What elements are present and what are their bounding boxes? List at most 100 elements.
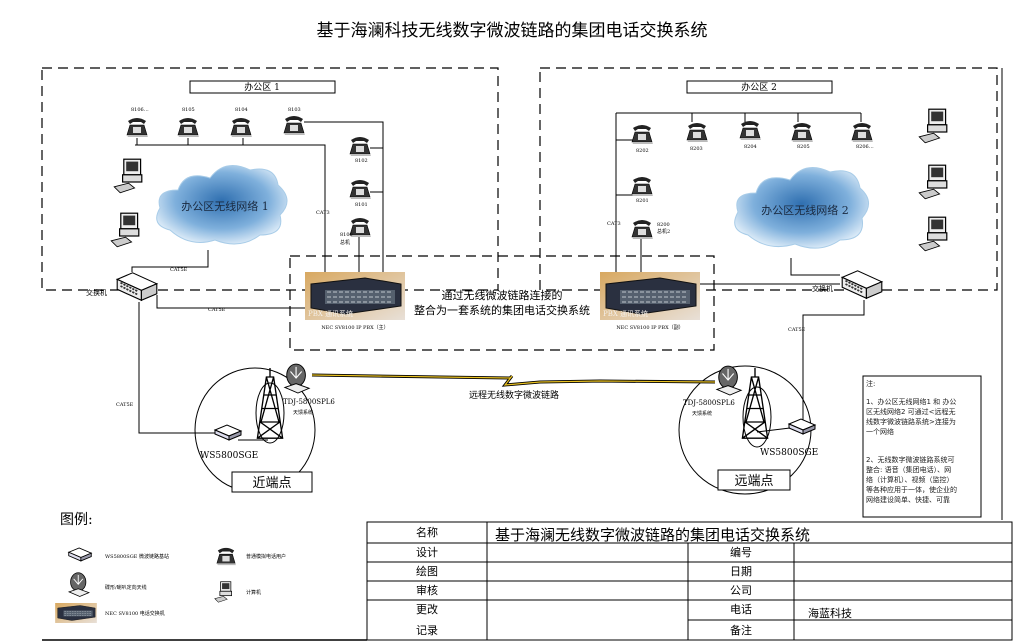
legend-title: 图例: — [60, 512, 93, 528]
table-label: 电话 — [730, 603, 752, 616]
phone-icon — [349, 136, 372, 157]
cable-label: CAT3 — [607, 221, 621, 227]
dish-antenna-icon — [68, 572, 90, 597]
antenna-sub-label: 天馈系统 — [692, 410, 712, 417]
phone-label: 8200 — [657, 222, 670, 228]
tower-icon — [741, 368, 769, 439]
office-1-label: 办公区 1 — [244, 81, 280, 93]
phone-label: 8106… — [131, 107, 149, 113]
antenna-sub-label: 天馈系统 — [293, 409, 313, 416]
diagram-title: 基于海澜科技无线数字微波链路的集团电话交换系统 — [317, 21, 708, 41]
switch-icon — [116, 271, 158, 302]
note-line: 等各种应用于一体，使企业的 — [866, 485, 957, 494]
note-line: 2、无线数字微波链路系统可 — [866, 455, 954, 464]
title-block-table: 名称 基于海澜无线数字微波链路的集团电话交换系统 设计 绘图 审核 更改 记录 … — [366, 521, 1013, 641]
computer-icon — [113, 158, 143, 194]
phone-icon — [739, 120, 762, 141]
microwave-station-icon — [68, 547, 92, 562]
phone-label: 8104 — [235, 107, 248, 113]
cable-label: CAT5E — [116, 402, 134, 408]
phone-label: 8101 — [355, 202, 368, 208]
phone-icon — [851, 122, 874, 143]
office-2-cloud: 办公区无线网络 2 — [734, 167, 869, 249]
phone-icon — [631, 176, 654, 197]
far-end-label: 远端点 — [734, 474, 773, 489]
computer-icon — [214, 581, 232, 603]
legend-item: 碟形/喇叭定向天线 — [105, 584, 147, 591]
computer-icon — [918, 216, 948, 252]
pbx-secondary-label: NEC SV8100 IP PBX（副） — [616, 324, 683, 331]
note-line: 网络建设简单、快捷、可靠 — [866, 495, 950, 504]
cable-label: CAT3 — [316, 210, 330, 216]
phone-label: 8100 — [340, 232, 353, 238]
center-text-line-1: 通过无线微波链路连接的 — [442, 288, 563, 302]
phone-label: 总机2 — [657, 228, 670, 235]
phone-label: 总机 — [340, 239, 350, 246]
phone-label: 8105 — [182, 107, 195, 113]
legend: 图例: WS5800SGE 微波链路基站 碟形/喇叭定向天线 NEC SV810… — [54, 512, 286, 623]
microwave-link: 远程无线数字微波链路 — [311, 373, 716, 401]
phone-label: 8103 — [288, 107, 301, 113]
phone-label: 8205 — [797, 144, 810, 150]
pbx-icon — [54, 603, 98, 623]
phone-label: 8201 — [636, 198, 649, 204]
notes-box: 注: 1、办公区无线网络1 和 办公 区无线网络2 可通过<远程无 线数字微波链… — [862, 375, 982, 518]
cable-label: CAT5E — [208, 307, 226, 313]
antenna-label: TDJ-5800SPL6 — [283, 398, 335, 406]
table-label: 设计 — [416, 546, 438, 559]
table-label: 备注 — [730, 623, 752, 637]
table-label: 更改 — [416, 602, 438, 616]
dish-antenna-icon — [284, 363, 310, 394]
pbx-integration-zone — [289, 255, 715, 351]
phone-icon — [631, 219, 654, 240]
phone-label: 8206… — [856, 144, 874, 150]
phone-icon — [686, 122, 709, 143]
pbx-badge: PBX 通讯系统 — [603, 309, 648, 318]
legend-item: NEC SV8100 电话交换机 — [105, 610, 165, 617]
office-1-label-box — [189, 80, 336, 94]
tower-icon — [256, 368, 284, 439]
note-line: 整合: 语音（集团电话）、网 — [866, 465, 951, 474]
cloud-label: 办公区无线网络 1 — [181, 199, 269, 213]
pbx-main-label: NEC SV8100 IP PBX（主） — [321, 324, 388, 331]
office-1-zone — [41, 67, 499, 291]
note-line: 区无线网络2 可通过<远程无 — [866, 407, 956, 416]
dish-antenna-icon — [716, 365, 742, 396]
phone-icon — [631, 124, 654, 145]
station-label: WS5800SGE — [200, 451, 258, 461]
phone-icon — [126, 117, 149, 138]
computer-icon — [918, 164, 948, 200]
note-line: 线数字微波链路系统>连接为 — [866, 417, 956, 426]
office-2-zone — [539, 67, 998, 291]
office-1-phones: 8106… 8105 8104 8103 8102 8101 8100 总机 — [126, 107, 372, 246]
cable-label: CAT5E — [170, 267, 188, 273]
note-line: 一个网络 — [866, 427, 894, 436]
phone-icon — [349, 217, 372, 238]
phone-icon — [283, 115, 306, 136]
note-line: 1、办公区无线网络1 和 办公 — [866, 397, 956, 406]
switch-label: 交换机 — [86, 288, 107, 297]
near-end-label: 近端点 — [252, 476, 291, 491]
table-label: 绘图 — [416, 564, 438, 578]
table-label: 公司 — [730, 584, 752, 597]
cable-label: CAT5E — [788, 327, 806, 333]
center-text-line-2: 整合为一套系统的集团电话交换系统 — [414, 303, 590, 317]
office-2-label: 办公区 2 — [741, 81, 777, 93]
phone-icon — [177, 117, 200, 138]
office-2-wiring — [615, 112, 865, 420]
switch-label: 交换机 — [812, 284, 833, 293]
notes-heading: 注: — [866, 379, 875, 388]
phone-label: 8102 — [355, 158, 368, 164]
legend-item: WS5800SGE 微波链路基站 — [105, 553, 169, 560]
table-label: 日期 — [730, 565, 752, 578]
office-2-label-box — [686, 80, 833, 94]
computer-icon — [918, 108, 948, 144]
office-2-phones: 8202 8203 8204 8205 8206… 8201 8200 总机2 — [631, 120, 874, 240]
computer-icon — [110, 212, 140, 248]
office-1-cloud: 办公区无线网络 1 — [156, 165, 288, 245]
office-1-wiring — [131, 121, 384, 434]
switch-icon — [841, 269, 883, 300]
microwave-station-icon — [214, 424, 242, 441]
phone-label: 8204 — [744, 144, 757, 150]
